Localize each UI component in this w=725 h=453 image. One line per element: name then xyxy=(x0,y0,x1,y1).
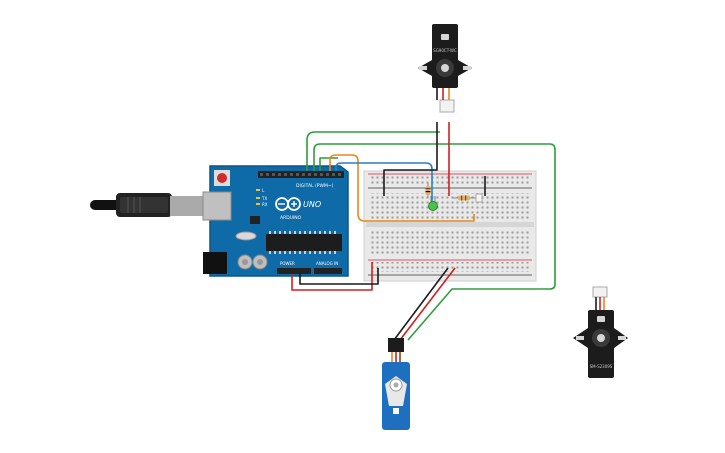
analog-header xyxy=(314,268,342,274)
wire-red-bottom-servo xyxy=(399,267,456,341)
right-servo-model: SM-S2309S xyxy=(590,364,613,369)
power-header xyxy=(277,268,311,274)
l-label: L xyxy=(262,188,265,193)
power-label: POWER xyxy=(280,261,295,266)
wire-orange xyxy=(329,154,475,222)
wire-black-gnd xyxy=(299,268,379,285)
wire-black-bottom-servo xyxy=(393,267,449,341)
crystal-oscillator xyxy=(235,231,257,241)
wires xyxy=(291,122,556,341)
wire-green-short xyxy=(319,157,338,171)
servo-top-connector xyxy=(439,99,455,113)
top-servo-model: SG90CT-WC xyxy=(433,48,457,53)
usb-jack xyxy=(202,191,232,221)
wire-red-power xyxy=(291,262,373,291)
servo-right-connector xyxy=(592,286,608,298)
wire-black-top-servo xyxy=(383,122,438,196)
servo-bottom xyxy=(382,338,410,430)
servo-right: SM-S2309S xyxy=(573,286,628,378)
sensor-pin xyxy=(475,193,483,203)
breadboard xyxy=(363,170,537,282)
resistor-icon-2 xyxy=(452,195,478,201)
analog-label: ANALOG IN xyxy=(316,261,338,266)
atmega-chip xyxy=(266,234,342,251)
digital-label: DIGITAL (PWM~) xyxy=(296,183,334,189)
digital-header xyxy=(258,171,344,178)
arduino-logo-icon xyxy=(275,197,301,211)
uno-logo-text: UNO xyxy=(303,200,321,209)
power-jack xyxy=(203,252,227,274)
led-icon xyxy=(428,196,438,211)
wire-green-top xyxy=(306,131,440,171)
servo-top: SG90CT-WC xyxy=(418,24,472,113)
reset-button[interactable] xyxy=(217,173,227,183)
arduino-model-text: ARDUINO xyxy=(280,215,302,221)
resistor-icon xyxy=(425,183,431,198)
arduino-uno-board: DIGITAL (PWM~) UNO ARDUINO TX RX L xyxy=(202,165,349,277)
servo-bottom-connector xyxy=(388,338,404,352)
wire-green-loop xyxy=(313,143,556,341)
rx-label: RX xyxy=(262,202,268,207)
wire-blue xyxy=(335,162,433,210)
tx-label: TX xyxy=(261,196,267,201)
small-ic xyxy=(250,216,260,224)
